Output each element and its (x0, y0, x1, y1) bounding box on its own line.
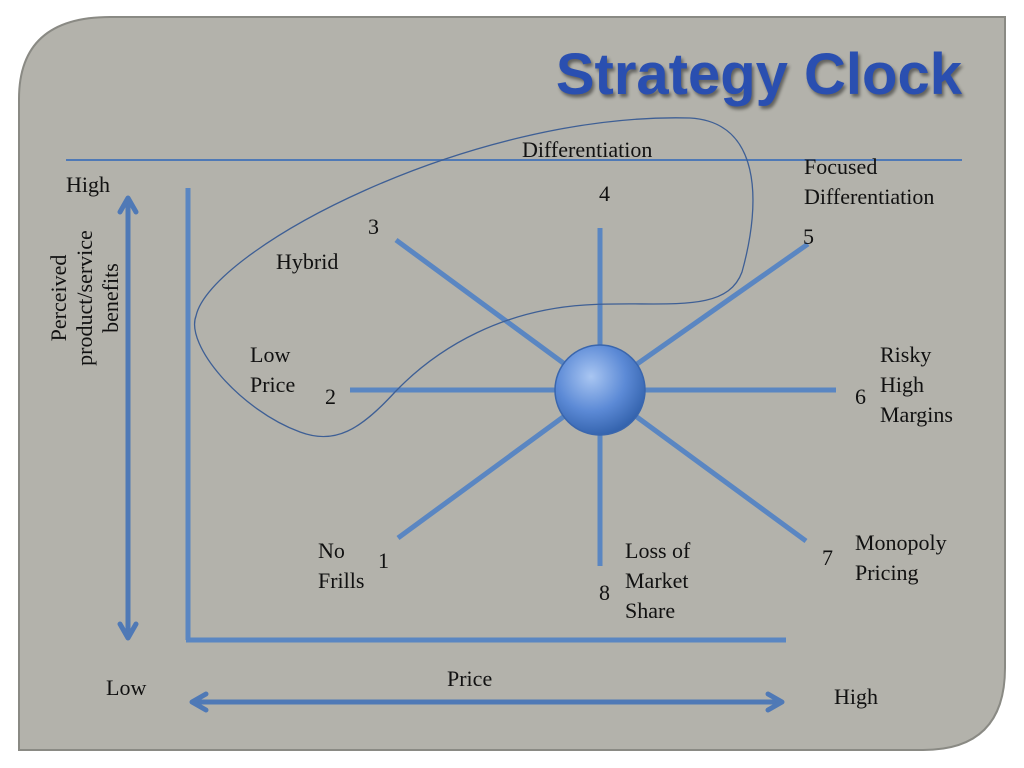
x-double-arrow (189, 691, 785, 713)
spoke-1-number: 1 (378, 548, 389, 573)
spoke-7-number: 7 (822, 545, 833, 570)
x-axis-label: Price (447, 666, 493, 691)
clock-hub (554, 344, 646, 436)
spoke-3-label: Hybrid (276, 249, 339, 274)
spoke-6-label: Risky High Margins (880, 342, 953, 427)
spoke-8-label: Loss of Market Share (625, 538, 691, 623)
slide-title: Strategy Clock (555, 42, 962, 107)
spoke-5-number: 5 (803, 224, 814, 249)
y-axis-low-label: Low (106, 675, 147, 700)
y-axis-high-label: High (66, 172, 110, 197)
y-double-arrow (117, 195, 139, 641)
spoke-5-label: Focused Differentiation (804, 154, 935, 209)
slide-frame (18, 16, 1006, 751)
spoke-6-number: 6 (855, 384, 866, 409)
enclosing-loop (193, 117, 754, 438)
y-axis-label: Perceived product/service benefits (46, 230, 123, 366)
spoke-8-number: 8 (599, 580, 610, 605)
spoke-3-number: 3 (368, 214, 379, 239)
spoke-4-number: 4 (599, 181, 610, 206)
spoke-2-label: Low Price (250, 342, 296, 397)
spoke-1-label: No Frills (318, 538, 365, 593)
spoke-2-number: 2 (325, 384, 336, 409)
spoke-7-label: Monopoly Pricing (855, 530, 947, 585)
spoke-4-label: Differentiation (522, 137, 653, 162)
x-axis-high-label: High (834, 684, 878, 709)
